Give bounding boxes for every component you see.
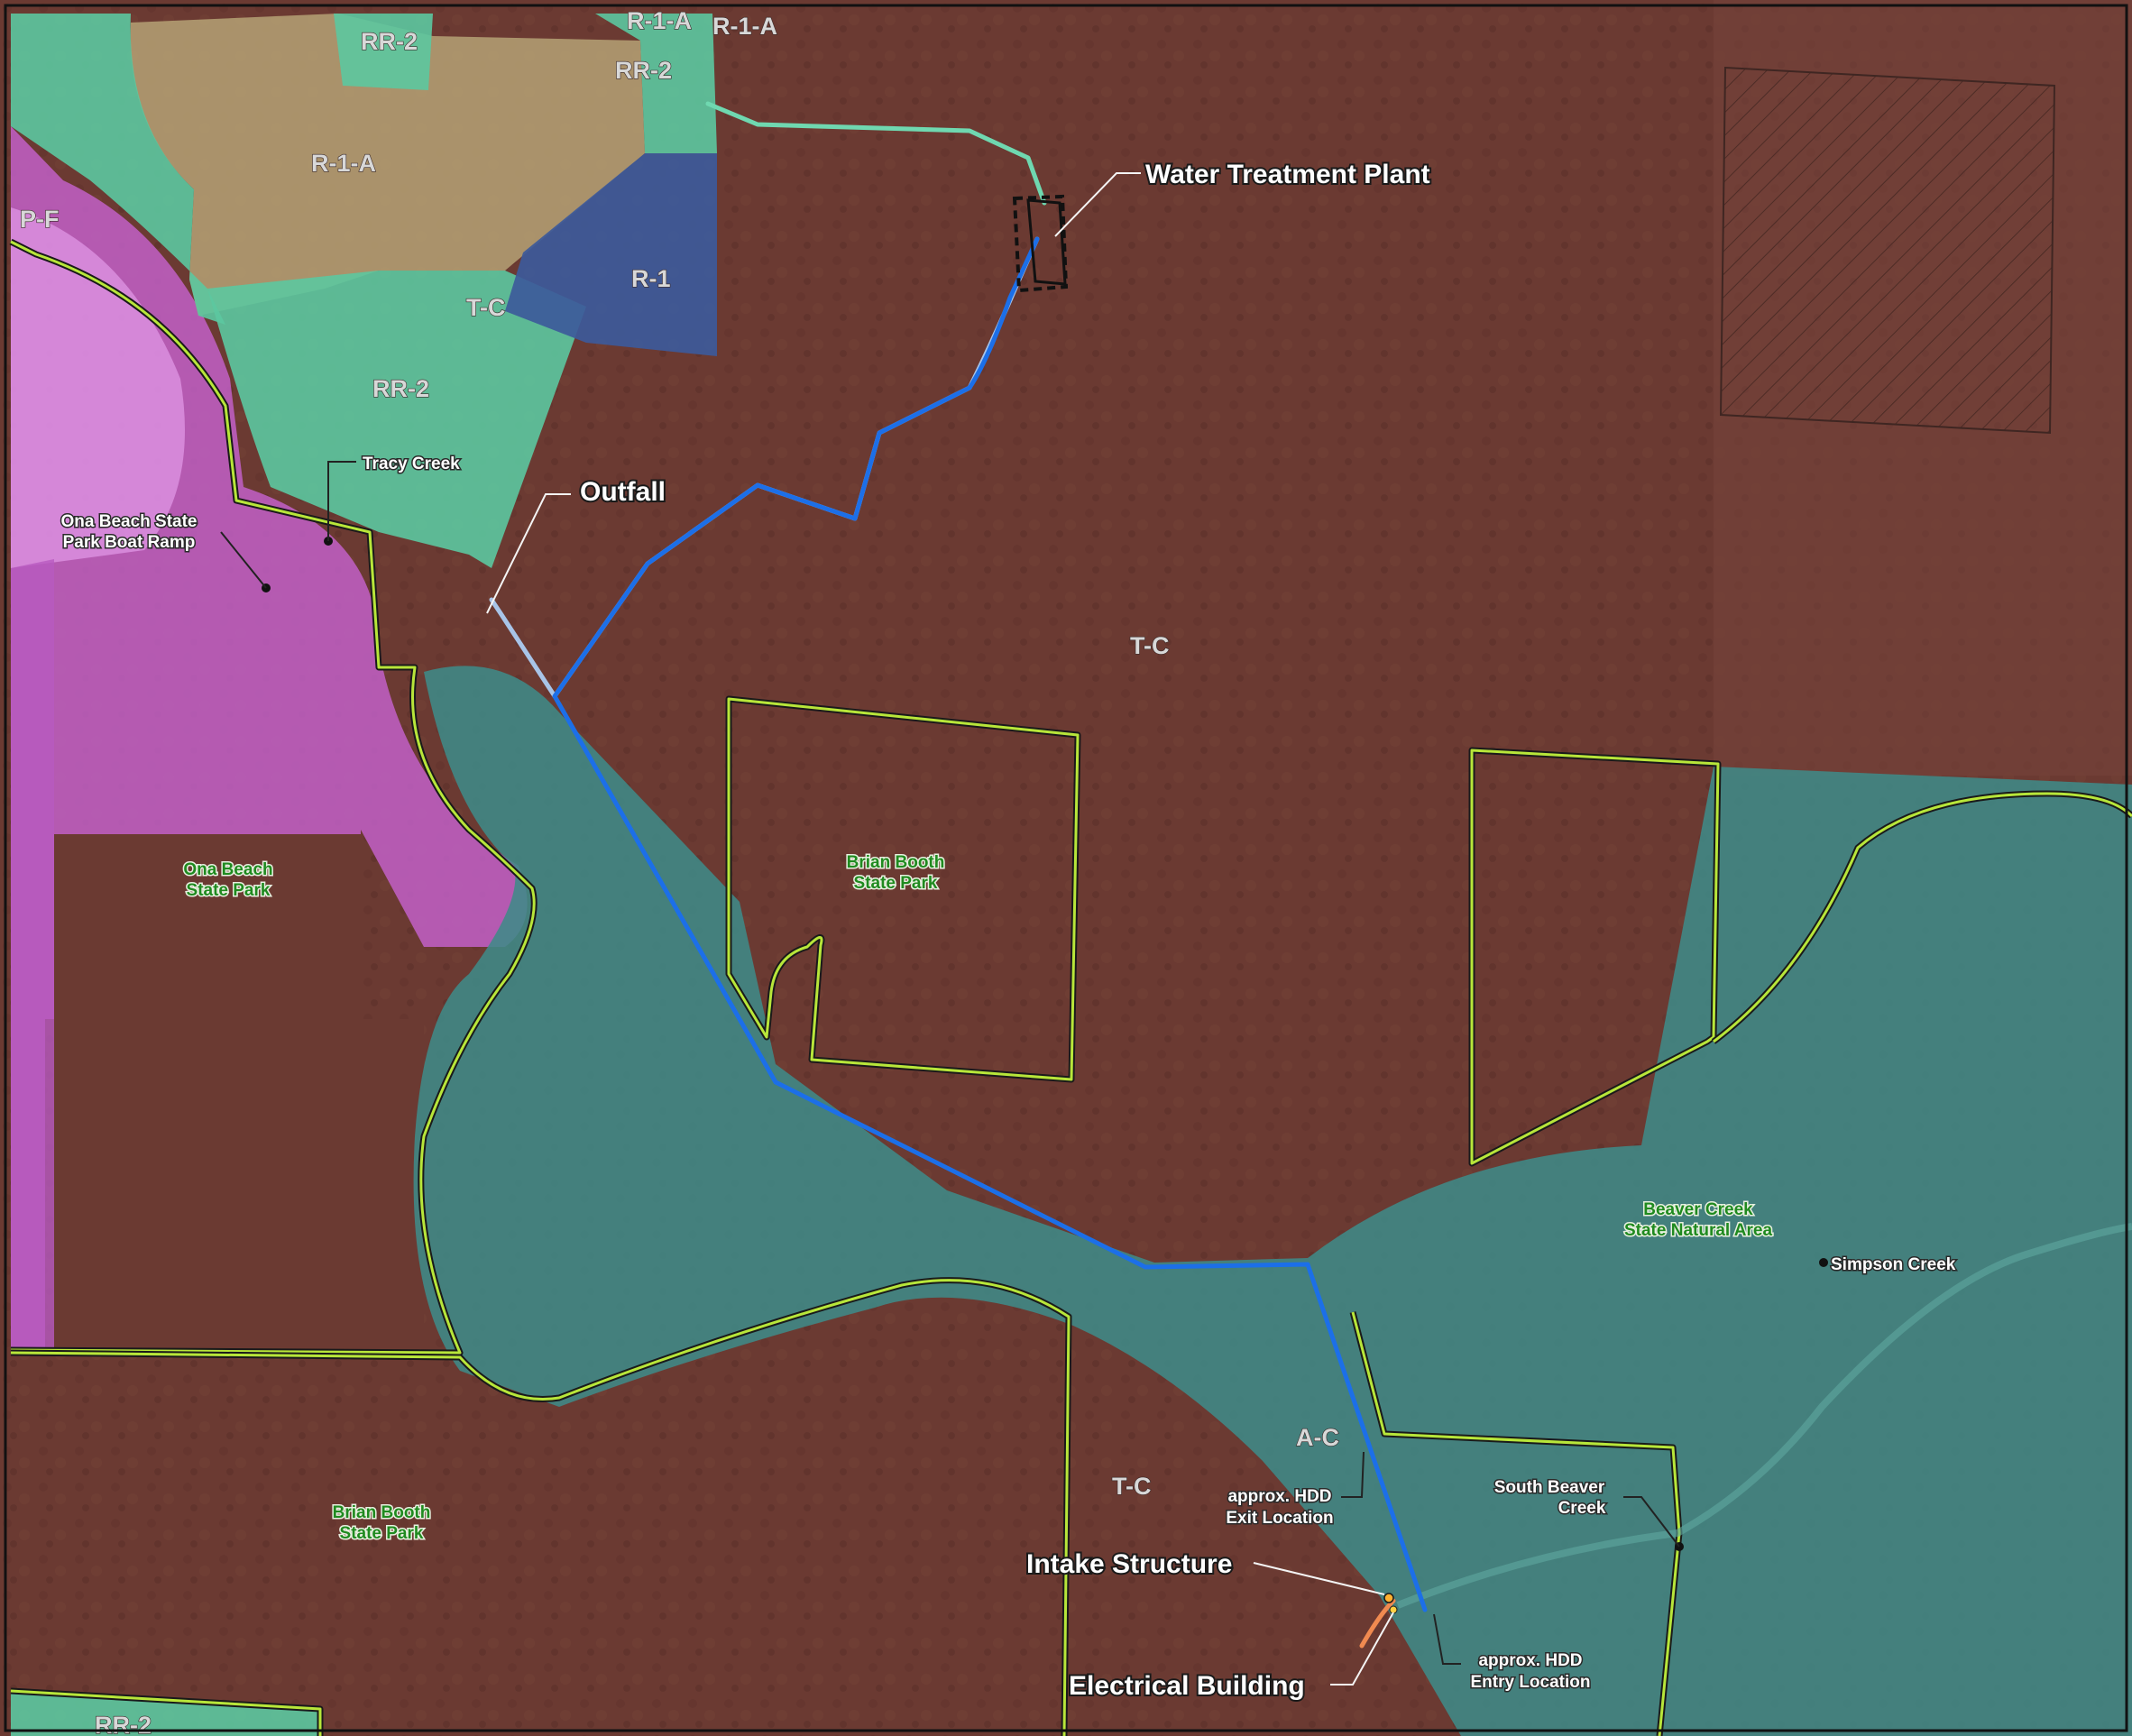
callout-outfall: Outfall bbox=[580, 477, 666, 507]
outfall-leader bbox=[486, 493, 571, 614]
wtp-leader bbox=[1054, 172, 1141, 237]
pipeline-main bbox=[552, 236, 1428, 1612]
park-label-booth-upper-2: State Park bbox=[854, 874, 938, 893]
park-boundaries bbox=[9, 238, 2132, 1736]
ona-forest-block bbox=[54, 834, 424, 1348]
feature-label-hdd-exit-1: approx. HDD bbox=[1227, 1487, 1331, 1506]
zone-label-rr2-mid: RR-2 bbox=[372, 375, 429, 402]
callout-intake-structure: Intake Structure bbox=[1026, 1549, 1232, 1579]
rr2-zone-left-top bbox=[11, 14, 225, 325]
park-label-beaver-2: State Natural Area bbox=[1624, 1221, 1772, 1240]
water-treatment-plant-footprint bbox=[1012, 194, 1069, 293]
hdd-exit-leader bbox=[1341, 1451, 1365, 1498]
rr2-zone-mid bbox=[207, 271, 586, 568]
callout-water-treatment-plant: Water Treatment Plant bbox=[1145, 160, 1430, 189]
intake-leader bbox=[1253, 1562, 1385, 1595]
electrical-conduit bbox=[1359, 1598, 1396, 1649]
park-label-booth-upper-1: Brian Booth bbox=[847, 853, 945, 872]
zone-label-ac: A-C bbox=[1296, 1424, 1339, 1451]
zone-label-rr2-bottom: RR-2 bbox=[95, 1712, 152, 1736]
zone-label-rr2-upper: RR-2 bbox=[615, 57, 672, 84]
park-label-booth-lower-1: Brian Booth bbox=[333, 1503, 431, 1522]
r1-zone bbox=[505, 153, 717, 356]
r1a-zone bbox=[130, 14, 645, 316]
feature-label-hdd-entry-2: Entry Location bbox=[1470, 1673, 1590, 1692]
simpson-creek-point bbox=[1819, 1258, 1828, 1267]
zone-label-r1: R-1 bbox=[631, 265, 671, 292]
intake-structure-marker bbox=[1383, 1593, 1394, 1603]
pf-water-highlight bbox=[11, 207, 185, 568]
rr2-zone-top bbox=[334, 14, 433, 90]
hdd-entry-leader bbox=[1433, 1613, 1461, 1665]
boat-ramp-leader bbox=[220, 531, 267, 589]
rr2-zone-upper bbox=[595, 14, 717, 153]
ac-zone bbox=[413, 666, 2132, 1736]
feature-label-south-beaver-2: Creek bbox=[1558, 1499, 1606, 1518]
feature-label-hdd-entry-1: approx. HDD bbox=[1478, 1651, 1582, 1670]
feature-label-simpson-creek: Simpson Creek bbox=[1831, 1255, 1956, 1274]
feature-label-boat-ramp-2: Park Boat Ramp bbox=[63, 533, 196, 552]
zone-label-r1a-top-right: R-1-A bbox=[712, 13, 777, 40]
raw-water-pipeline-upper bbox=[705, 101, 1047, 206]
pipelines bbox=[489, 101, 1428, 1649]
zone-label-rr2-top: RR-2 bbox=[361, 28, 418, 55]
zone-label-pf: P-F bbox=[20, 206, 60, 233]
zone-label-tc-small: T-C bbox=[466, 294, 506, 321]
tracy-creek-leader bbox=[327, 461, 356, 541]
south-beaver-leader bbox=[1623, 1496, 1680, 1548]
park-label-booth-lower-2: State Park bbox=[340, 1524, 424, 1543]
callout-electrical-building: Electrical Building bbox=[1069, 1671, 1305, 1701]
creek-channel bbox=[1396, 1223, 2132, 1609]
feature-label-hdd-exit-2: Exit Location bbox=[1226, 1509, 1333, 1528]
rr2-zone-bottom bbox=[11, 1691, 320, 1736]
electrical-building-marker bbox=[1389, 1605, 1398, 1614]
feature-label-south-beaver-1: South Beaver bbox=[1494, 1478, 1605, 1497]
park-label-ona-2: State Park bbox=[187, 881, 271, 900]
zone-label-r1a-top-left: R-1-A bbox=[627, 7, 692, 34]
feature-label-boat-ramp-1: Ona Beach State bbox=[61, 512, 198, 531]
map-frame bbox=[4, 4, 2128, 1732]
feature-label-tracy-creek: Tracy Creek bbox=[363, 455, 460, 473]
zone-label-tc-lower: T-C bbox=[1112, 1473, 1152, 1500]
electrical-leader bbox=[1330, 1612, 1394, 1685]
park-label-beaver-1: Beaver Creek bbox=[1643, 1200, 1753, 1219]
park-label-ona-1: Ona Beach bbox=[183, 860, 272, 879]
zone-label-r1a-center: R-1-A bbox=[311, 150, 376, 177]
hatched-parcel bbox=[1719, 66, 2056, 435]
zone-label-tc-center: T-C bbox=[1130, 632, 1170, 659]
